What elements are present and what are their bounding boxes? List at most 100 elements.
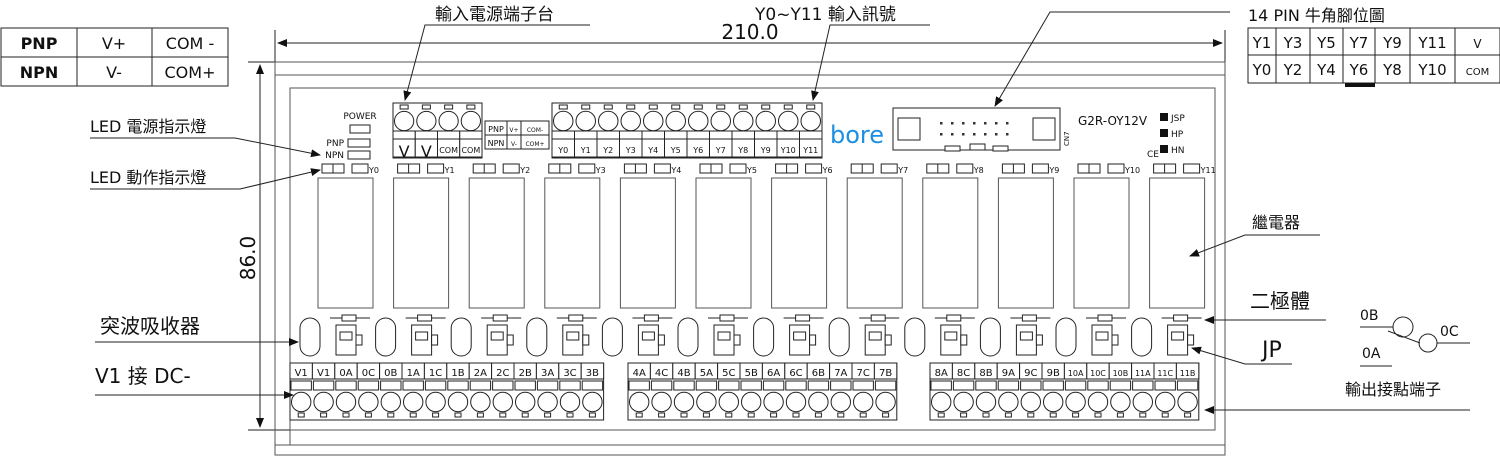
output-clamp — [628, 380, 650, 391]
callout-output-terminal: 輸出接點端子 — [1345, 380, 1441, 399]
output-screw — [1020, 391, 1042, 413]
relay-row — [317, 177, 1206, 309]
polarity-v: V- — [106, 63, 122, 82]
mini-table-cell: COM- — [527, 127, 543, 134]
output-tab — [521, 412, 529, 418]
terminal-screw — [643, 110, 664, 132]
relay — [846, 177, 903, 309]
led-label: Y4 — [670, 166, 681, 175]
output-clamp — [447, 380, 469, 391]
polarity-type: NPN — [20, 63, 59, 82]
terminal-label: Y0 — [557, 146, 568, 155]
pin-map-cell: Y10 — [1417, 61, 1446, 79]
output-tab — [1027, 412, 1035, 418]
output-tab — [364, 412, 372, 418]
terminal-tab — [671, 104, 681, 110]
output-screw — [313, 391, 334, 413]
terminal-clamp — [799, 130, 823, 140]
output-clamp — [830, 380, 852, 391]
terminal-tab — [783, 104, 793, 110]
npn-label: NPN — [325, 151, 344, 161]
pin-map-title: 14 PIN 牛角腳位圖 — [1248, 6, 1385, 25]
output-clamp — [718, 380, 740, 391]
contact-diagram: 0B 0C 0A — [1360, 308, 1470, 367]
terminal-screw — [394, 110, 415, 132]
output-clamp — [559, 380, 581, 391]
contact-no-label: 0A — [1362, 346, 1381, 362]
output-terminal-label: 3C — [563, 368, 576, 379]
terminal-screw — [778, 110, 799, 132]
output-tab — [747, 412, 755, 418]
output-tab — [792, 412, 800, 418]
output-screw — [998, 391, 1019, 413]
terminal-label: V — [421, 142, 432, 161]
terminal-screw — [598, 110, 619, 132]
connector-pin — [962, 133, 965, 136]
output-terminal-label: 8C — [957, 368, 970, 379]
terminal-screw — [710, 110, 731, 132]
terminal-screw — [575, 110, 596, 132]
output-tab — [882, 412, 890, 418]
jp-tab — [582, 334, 590, 346]
output-tab — [702, 412, 710, 418]
output-screw — [1087, 391, 1109, 413]
output-screw — [403, 391, 424, 413]
pin-map-cell: Y11 — [1417, 34, 1446, 52]
output-terminal-label: 11C — [1157, 369, 1173, 378]
output-terminal-label: 4C — [655, 368, 668, 379]
output-tab — [635, 412, 643, 418]
output-tab — [1116, 412, 1124, 418]
terminal-clamp — [414, 130, 438, 140]
output-terminal-label: 3B — [586, 368, 599, 379]
output-clamp — [536, 380, 559, 391]
brand-logo: bore — [830, 121, 884, 149]
pin-map-cell: V — [1473, 37, 1482, 51]
led-label: Y0 — [368, 166, 379, 175]
output-tab — [982, 412, 990, 418]
connector-pin — [1006, 122, 1009, 125]
output-tab — [499, 412, 507, 418]
terminal-label: Y8 — [737, 146, 748, 155]
output-tab — [859, 412, 867, 418]
relay — [393, 177, 450, 309]
jumper-label: JSP — [1170, 114, 1185, 124]
terminal-label: V — [399, 142, 410, 161]
terminal-screw — [800, 110, 821, 132]
jp-tab — [1187, 334, 1195, 346]
polarity-table: PNP V+ COM - NPN V- COM+ — [0, 27, 229, 87]
surge-absorber — [299, 317, 321, 357]
terminal-label-cell — [459, 138, 483, 158]
terminal-tab — [558, 104, 568, 110]
output-screw — [808, 391, 829, 413]
jp-jumper — [868, 331, 882, 341]
output-tab — [476, 412, 484, 418]
output-terminal-label: 5B — [745, 368, 758, 379]
output-terminal-label: 9A — [1002, 368, 1015, 379]
led-label: Y9 — [1048, 166, 1059, 175]
14-pin-connector: CN7 — [892, 107, 1071, 152]
output-screw — [953, 391, 974, 413]
terminal-label: Y2 — [602, 146, 613, 155]
jp-jumper — [566, 331, 580, 341]
output-tab — [320, 412, 328, 418]
output-clamp — [1064, 380, 1087, 391]
relay — [997, 177, 1054, 309]
led-label: Y1 — [444, 166, 455, 175]
surge-absorber — [450, 317, 472, 357]
terminal-clamp — [551, 130, 575, 140]
output-clamp — [852, 380, 874, 391]
output-tab — [658, 412, 666, 418]
terminal-tab — [421, 104, 431, 110]
terminal-clamp — [754, 130, 778, 140]
led-resistor — [880, 163, 898, 174]
output-clamp — [1132, 380, 1154, 391]
mini-table-cell: V+ — [509, 127, 518, 134]
output-tab — [1184, 412, 1192, 418]
terminal-clamp — [619, 130, 643, 140]
terminal-screw — [755, 110, 776, 132]
output-terminal-label: 11B — [1180, 369, 1196, 378]
output-clamp — [695, 380, 718, 391]
